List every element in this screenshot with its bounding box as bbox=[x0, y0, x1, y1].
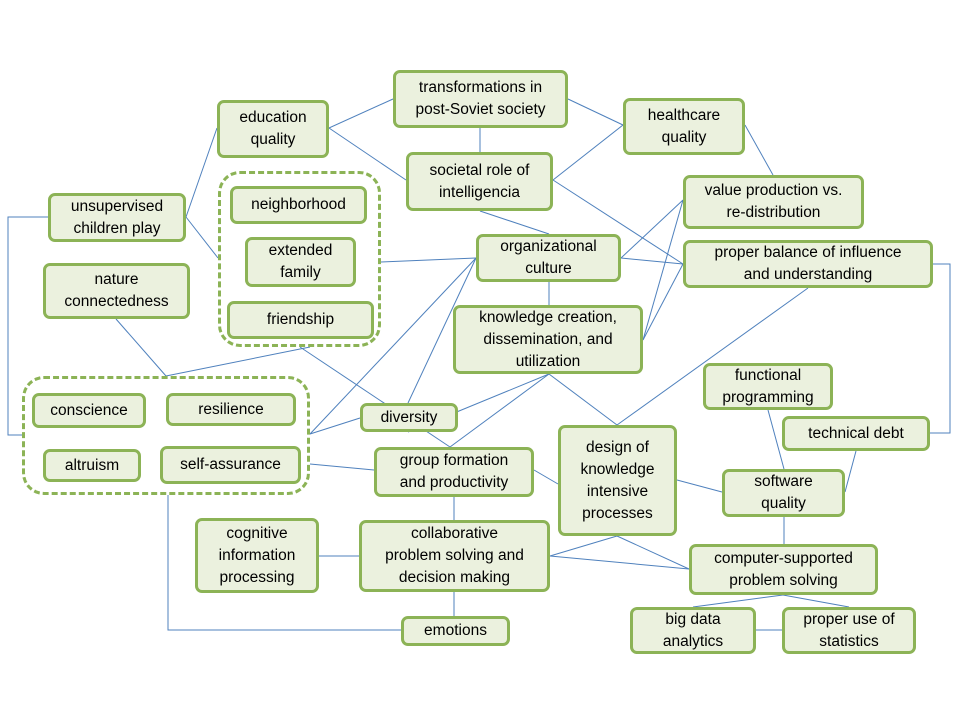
node-statistics[interactable]: proper use of statistics bbox=[782, 607, 916, 654]
connector-line bbox=[328, 127, 407, 181]
connector-line bbox=[479, 210, 550, 235]
connector-line bbox=[549, 535, 618, 557]
node-organizational-culture[interactable]: organizational culture bbox=[476, 234, 621, 282]
connector-line bbox=[309, 417, 361, 435]
connector-line bbox=[309, 257, 477, 435]
connector-line bbox=[328, 98, 394, 129]
node-transformations[interactable]: transformations in post-Soviet society bbox=[393, 70, 568, 128]
connector-line bbox=[616, 287, 809, 426]
node-resilience[interactable]: resilience bbox=[166, 393, 296, 426]
node-extended-family[interactable]: extended family bbox=[245, 237, 356, 287]
connector-line bbox=[692, 594, 784, 608]
node-diversity[interactable]: diversity bbox=[360, 403, 458, 432]
connector-line bbox=[844, 450, 857, 493]
connector-line bbox=[616, 535, 690, 570]
node-functional-programming[interactable]: functional programming bbox=[703, 363, 833, 410]
node-societal-role[interactable]: societal role of intelligencia bbox=[406, 152, 553, 211]
node-value-production[interactable]: value production vs. re-distribution bbox=[683, 175, 864, 229]
node-group-formation[interactable]: group formation and productivity bbox=[374, 447, 534, 497]
node-collaborative-problem-solving[interactable]: collaborative problem solving and decisi… bbox=[359, 520, 550, 592]
connector-line bbox=[567, 98, 624, 126]
connector-line bbox=[309, 463, 375, 471]
node-proper-balance[interactable]: proper balance of influence and understa… bbox=[683, 240, 933, 288]
connector-line bbox=[552, 124, 624, 181]
node-technical-debt[interactable]: technical debt bbox=[782, 416, 930, 451]
connector-line bbox=[620, 199, 684, 259]
connector-line bbox=[115, 318, 167, 377]
node-emotions[interactable]: emotions bbox=[401, 616, 510, 646]
connector-line bbox=[744, 124, 774, 176]
node-nature-connectedness[interactable]: nature connectedness bbox=[43, 263, 190, 319]
connector-line bbox=[548, 373, 618, 426]
node-unsupervised-play[interactable]: unsupervised children play bbox=[48, 193, 186, 242]
connector-line bbox=[380, 257, 477, 263]
connector-line bbox=[449, 373, 550, 448]
connector-line bbox=[533, 469, 559, 485]
connector-line bbox=[549, 555, 690, 570]
node-neighborhood[interactable]: neighborhood bbox=[230, 186, 367, 224]
connector-line bbox=[165, 346, 311, 377]
connector-line bbox=[7, 216, 48, 436]
connector-line bbox=[782, 594, 850, 608]
traits-group bbox=[22, 376, 310, 495]
node-design-knowledge[interactable]: design of knowledge intensive processes bbox=[558, 425, 677, 536]
connector-line bbox=[767, 409, 785, 470]
node-knowledge-creation[interactable]: knowledge creation, dissemination, and u… bbox=[453, 305, 643, 374]
node-self-assurance[interactable]: self-assurance bbox=[160, 446, 301, 484]
connector-line bbox=[407, 257, 477, 404]
connector-line bbox=[642, 263, 684, 341]
connector-line bbox=[620, 257, 684, 265]
node-education-quality[interactable]: education quality bbox=[217, 100, 329, 158]
node-altruism[interactable]: altruism bbox=[43, 449, 141, 482]
node-cognitive-processing[interactable]: cognitive information processing bbox=[195, 518, 319, 593]
connector-line bbox=[167, 495, 401, 631]
node-big-data[interactable]: big data analytics bbox=[630, 607, 756, 654]
connector-line bbox=[185, 127, 218, 218]
connector-line bbox=[552, 179, 684, 265]
node-computer-supported[interactable]: computer-supported problem solving bbox=[689, 544, 878, 595]
node-friendship[interactable]: friendship bbox=[227, 301, 374, 339]
connector-line bbox=[930, 263, 951, 434]
connector-line bbox=[642, 199, 684, 341]
connector-line bbox=[185, 216, 219, 259]
node-software-quality[interactable]: software quality bbox=[722, 469, 845, 517]
connector-line bbox=[676, 479, 723, 493]
family-group bbox=[218, 171, 381, 347]
node-conscience[interactable]: conscience bbox=[32, 393, 146, 428]
node-healthcare-quality[interactable]: healthcare quality bbox=[623, 98, 745, 155]
